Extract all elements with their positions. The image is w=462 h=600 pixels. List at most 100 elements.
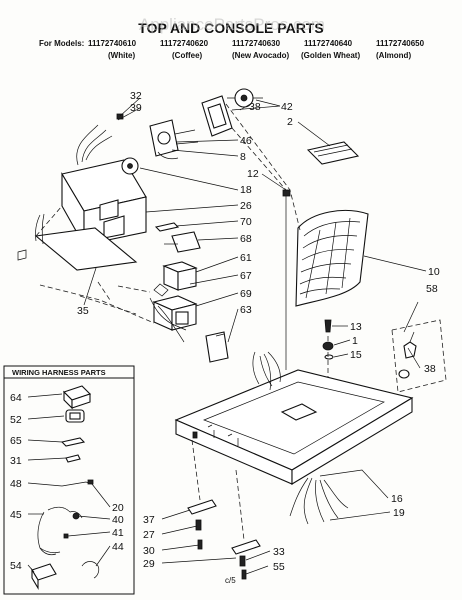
label-32: 32: [130, 90, 142, 102]
leader-lines: [27, 97, 427, 575]
part-41: [63, 533, 69, 539]
label-12: 12: [247, 168, 259, 180]
model-color-5: (Almond): [376, 51, 411, 60]
label-37: 37: [143, 514, 155, 526]
label-54: 54: [10, 560, 22, 572]
panel-guide-dash-2: [231, 127, 287, 191]
timer-bracket: [149, 119, 199, 160]
label-31: 31: [10, 455, 22, 467]
panel-guide-dash-1: [225, 103, 301, 231]
button-12: [282, 189, 291, 197]
part-58-group: [391, 319, 447, 393]
terminal-31: [65, 454, 81, 463]
label-10: 10: [428, 266, 440, 278]
switch-wires: [252, 351, 281, 391]
switch-70: [154, 222, 180, 232]
watermark-text: AppliancePartsPros.com: [139, 15, 325, 34]
plug-54: [31, 563, 57, 590]
label-67: 67: [240, 270, 252, 282]
switch-68: [164, 231, 201, 253]
hinge-guides: [191, 439, 245, 541]
part-number-labels: 32 39 42 2 38 46 8 12 18 26 70 68 61 67 …: [10, 90, 440, 573]
hinge-bracket-37: [187, 499, 217, 550]
label-30: 30: [143, 545, 155, 557]
terminal-48: [87, 479, 94, 485]
label-61: 61: [240, 252, 252, 264]
timer-knob-gear: [121, 157, 139, 175]
control-panel-graphic: [295, 209, 369, 307]
terminal-65: [60, 437, 86, 447]
label-70: 70: [240, 216, 252, 228]
label-65: 65: [10, 435, 22, 447]
cover-63: [205, 331, 229, 363]
label-68: 68: [240, 233, 252, 245]
label-16: 16: [391, 493, 403, 505]
label-2: 2: [287, 116, 293, 128]
label-39: 39: [130, 102, 142, 114]
model-color-2: (Coffee): [172, 51, 203, 60]
screw-13: [324, 319, 332, 333]
label-8: 8: [240, 151, 246, 163]
label-55: 55: [273, 561, 285, 573]
label-15: 15: [350, 349, 362, 361]
timer-67: [152, 295, 198, 331]
label-64: 64: [10, 392, 22, 404]
model-color-4: (Golden Wheat): [301, 51, 360, 60]
wire-44: [81, 561, 100, 579]
model-number-4: 11172740640: [304, 39, 353, 48]
console-outline-dashes: [35, 205, 155, 324]
diagram-title: TOP AND CONSOLE PARTS: [138, 20, 323, 36]
label-18: 18: [240, 184, 252, 196]
relay-61: [162, 261, 198, 291]
model-number-5: 11172740650: [376, 39, 425, 48]
label-19: 19: [393, 507, 405, 519]
harness-45-lead: [39, 547, 61, 554]
label-1: 1: [352, 335, 358, 347]
page-number: c/5: [225, 576, 236, 585]
label-38-top: 38: [249, 101, 261, 113]
label-29: 29: [143, 558, 155, 570]
label-27: 27: [143, 529, 155, 541]
label-52: 52: [10, 414, 22, 426]
label-42: 42: [281, 101, 293, 113]
harness-clip: [192, 431, 198, 439]
label-58: 58: [426, 283, 438, 295]
label-63: 63: [240, 304, 252, 316]
screw-32: [116, 113, 124, 120]
console-connector: [17, 249, 27, 261]
cover-63-tab: [215, 333, 225, 337]
wire-48: [61, 481, 93, 487]
label-38-right: 38: [424, 363, 436, 375]
model-color-1: (White): [108, 51, 135, 60]
model-number-2: 11172740620: [160, 39, 209, 48]
inset-title: WIRING HARNESS PARTS: [12, 368, 106, 377]
model-number-1: 11172740610: [88, 39, 137, 48]
switch-housing-42: [201, 95, 233, 137]
lint-screen-grille: [313, 144, 353, 157]
console-outline-dashes-2: [97, 281, 151, 301]
label-33: 33: [273, 546, 285, 558]
model-color-3: (New Avocado): [232, 51, 290, 60]
label-45: 45: [10, 509, 22, 521]
console-wires: [76, 124, 113, 166]
connector-64: [62, 385, 92, 410]
hinge-bracket-33: [231, 539, 261, 580]
label-20: 20: [112, 502, 124, 514]
label-44: 44: [112, 541, 124, 553]
wiring-harness-inset: WIRING HARNESS PARTS: [3, 365, 135, 595]
model-number-3: 11172740630: [232, 39, 281, 48]
console-end-panel: [34, 227, 138, 271]
connector-52: [65, 409, 85, 423]
knob-38-top: [227, 88, 263, 108]
label-26: 26: [240, 200, 252, 212]
washer-15: [324, 354, 334, 360]
label-69: 69: [240, 288, 252, 300]
wire-bundle-19: [289, 477, 349, 525]
label-40: 40: [112, 514, 124, 526]
label-46: 46: [240, 135, 252, 147]
label-13: 13: [350, 321, 362, 333]
label-48: 48: [10, 478, 22, 490]
harness-wires-top: [149, 283, 187, 343]
